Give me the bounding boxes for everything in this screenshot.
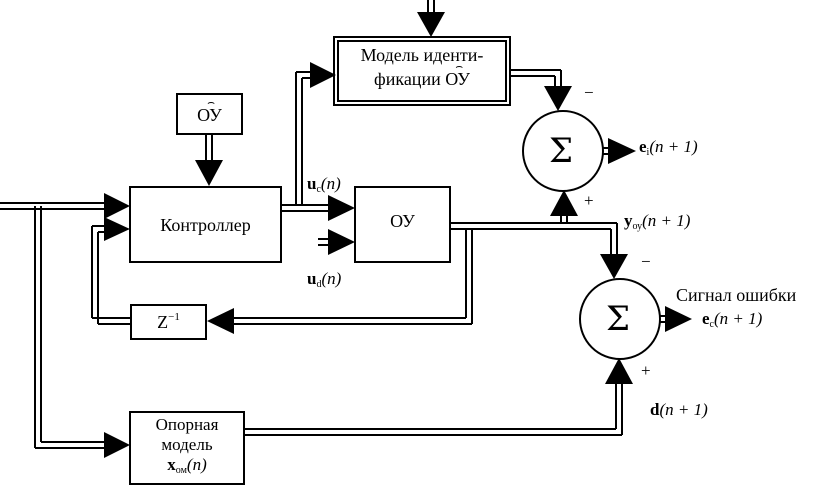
ei-label: ei(n + 1) <box>639 138 698 158</box>
identification-model-line1: Модель иденти- <box>360 45 484 65</box>
ec-var: e <box>702 309 710 328</box>
reference-branch-line <box>34 206 108 449</box>
ou-hat-label: ОУ <box>177 106 242 124</box>
y-ou-arg: (n + 1) <box>642 211 691 230</box>
xom-arg: (n) <box>186 455 207 474</box>
identification-model-line2-prefix: фикации <box>374 69 446 89</box>
bottom-summer-plus-arrow <box>605 358 633 384</box>
xom-sub: ом <box>175 465 187 476</box>
controller-feedback-arrow <box>104 217 130 241</box>
reference-model-line2: модель <box>161 435 213 454</box>
ei-var: e <box>639 137 647 156</box>
identification-model-label: Модель иденти- фикации ОУ <box>340 46 504 88</box>
bottom-summer-minus-arrow <box>600 254 628 279</box>
controller-input-arrow <box>104 193 130 219</box>
ud-arg: (n) <box>321 269 342 288</box>
identification-top-arrow <box>417 12 445 37</box>
bottom-summer-minus: − <box>641 252 651 271</box>
ec-label: ec(n + 1) <box>702 310 762 330</box>
top-summer-minus-arrow <box>544 86 572 111</box>
ec-title: Сигнал ошибки <box>676 285 797 305</box>
reference-model-var: xом(n) <box>130 456 244 476</box>
top-summer-minus: − <box>584 83 594 102</box>
plant-ud-arrow <box>328 229 355 255</box>
xom-var: x <box>167 455 176 474</box>
ec-sub: c <box>709 319 714 330</box>
ud-label: ud(n) <box>307 270 341 290</box>
plant-output-line <box>230 212 618 325</box>
delay-label: Z−1 <box>131 311 206 332</box>
delay-input-arrow <box>207 308 234 334</box>
y-ou-var: y <box>624 211 633 230</box>
identification-model-block <box>333 36 511 106</box>
input-signal-line <box>0 202 110 210</box>
plant-uc-arrow <box>328 195 355 221</box>
bottom-summer-symbol: Σ <box>606 299 631 339</box>
controller-block <box>129 186 282 263</box>
reference-model-line1: Опорная <box>155 415 219 434</box>
bottom-summer-circle <box>579 278 661 360</box>
identification-model-line2: фикации ОУ <box>340 70 504 88</box>
uc-sub: c <box>316 184 321 195</box>
ud-sub: d <box>316 279 322 290</box>
identification-model-input-arrow <box>310 62 336 88</box>
d-signal-line <box>244 382 623 436</box>
delay-base: Z <box>157 312 169 332</box>
bottom-summer-plus: + <box>641 361 651 380</box>
ou-hat-to-controller-line <box>205 134 213 162</box>
uc-label: uc(n) <box>307 175 341 195</box>
top-summer-circle <box>522 110 604 192</box>
reference-model-label: Опорная модель xом(n) <box>130 416 244 476</box>
plant-label: ОУ <box>390 211 415 231</box>
controller-label: Контроллер <box>160 215 251 235</box>
uc-var: u <box>307 174 317 193</box>
reference-model-input-arrow <box>104 432 130 458</box>
d-label: d(n + 1) <box>650 401 708 418</box>
y-ou-sub: оу <box>632 221 643 232</box>
reference-model-block <box>129 411 245 485</box>
top-summer-plus: + <box>584 191 594 210</box>
ei-output-arrow <box>608 138 636 164</box>
uc-signal-line <box>281 71 330 212</box>
d-var: d <box>650 400 660 419</box>
ec-output-arrow <box>665 306 692 332</box>
ec-arg: (n + 1) <box>714 309 763 328</box>
controller-top-arrow <box>195 160 223 186</box>
delay-feedback-line <box>91 225 131 325</box>
ei-sub: i <box>646 147 650 158</box>
ou-hat-text: ОУ <box>197 106 222 124</box>
plant-block <box>354 186 451 263</box>
y-ou-label: yоу(n + 1) <box>624 212 690 232</box>
top-summer-symbol: Σ <box>549 131 574 171</box>
ud-var: u <box>307 269 317 288</box>
delay-block <box>130 304 207 340</box>
identification-output-line <box>510 69 562 88</box>
identification-model-ou-hat: ОУ <box>445 70 470 88</box>
top-summer-plus-arrow <box>550 190 578 216</box>
ei-arg: (n + 1) <box>649 137 698 156</box>
delay-exponent: −1 <box>168 311 180 323</box>
uc-arg: (n) <box>320 174 341 193</box>
d-arg: (n + 1) <box>659 400 708 419</box>
